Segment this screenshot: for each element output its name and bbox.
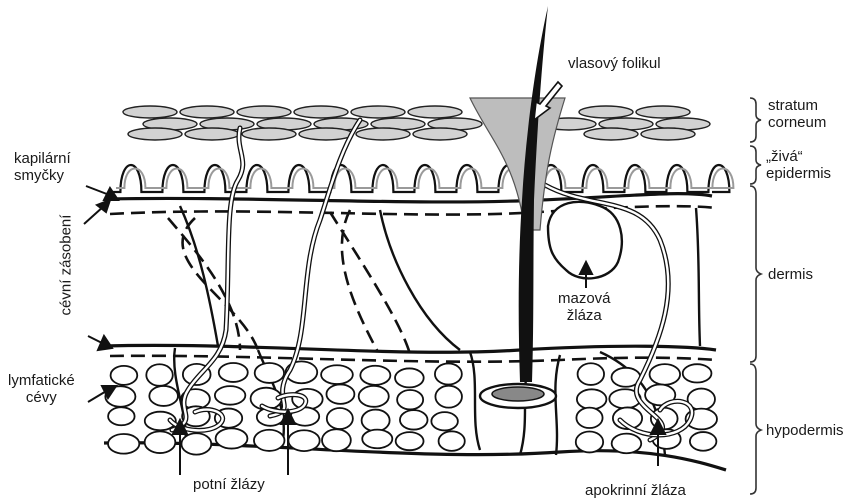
fat-cell <box>650 364 681 385</box>
fat-cell <box>577 389 607 409</box>
fat-cell <box>181 433 211 454</box>
fat-cell <box>215 386 245 405</box>
fat-cell <box>111 366 138 385</box>
fat-cell <box>683 364 712 382</box>
fat-cell <box>578 363 604 385</box>
label-sebaceous-line1: mazová <box>558 290 611 307</box>
fat-cell <box>612 434 642 454</box>
fat-cell <box>362 410 390 432</box>
fat-cell <box>395 368 424 387</box>
corneocyte-scale <box>299 128 353 140</box>
fat-cell <box>397 390 423 409</box>
label-apocrine-gland: apokrinní žláza <box>585 482 686 499</box>
fat-cell <box>108 407 134 425</box>
dashed-vessels <box>110 206 716 362</box>
corneocyte-scale <box>237 106 291 118</box>
fat-cell <box>327 408 353 429</box>
fat-cell <box>219 363 248 382</box>
fat-cell <box>576 431 603 452</box>
fat-cell <box>360 366 390 385</box>
corneocyte-scale <box>636 106 690 118</box>
layer-label-hypodermis: hypodermis <box>766 422 844 439</box>
fat-cell <box>359 386 389 407</box>
fat-cell <box>149 386 178 406</box>
fat-cell <box>690 432 717 451</box>
corneocyte-scale <box>579 106 633 118</box>
label-vascular-supply: cévní zásobení <box>58 215 75 316</box>
fat-cell <box>326 384 354 403</box>
fat-cell <box>108 434 139 454</box>
fat-cell <box>322 429 351 451</box>
fat-cell <box>216 428 248 448</box>
fat-cell <box>321 365 353 384</box>
layer-brackets <box>750 98 761 494</box>
corneocyte-scale <box>185 128 239 140</box>
label-capillary-loops-line2: smyčky <box>14 167 71 184</box>
label-sebaceous-line2: žláza <box>558 307 611 324</box>
epidermis-papillae <box>112 165 733 192</box>
label-lymphatic-line1: lymfatické <box>8 372 75 389</box>
fat-cell <box>362 430 392 449</box>
label-capillary-loops: kapilární smyčky <box>14 150 71 184</box>
fat-cell <box>576 408 602 428</box>
label-lymphatic-line2: cévy <box>8 389 75 406</box>
stratum-corneum-scales <box>123 106 710 140</box>
label-capillary-loops-line1: kapilární <box>14 150 71 167</box>
label-lymphatic-vessels: lymfatické cévy <box>8 372 75 406</box>
fat-cell <box>435 363 462 384</box>
layer-epidermis-line2: epidermis <box>766 165 831 182</box>
layer-stratum-line2: corneum <box>768 114 826 131</box>
corneocyte-scale <box>123 106 177 118</box>
fat-cell <box>400 410 428 429</box>
fat-cell <box>431 412 457 430</box>
corneocyte-scale <box>584 128 638 140</box>
layer-stratum-line1: stratum <box>768 97 826 114</box>
corneocyte-scale <box>641 128 695 140</box>
corneocyte-scale <box>242 128 296 140</box>
label-sebaceous-gland: mazová žláza <box>558 290 611 324</box>
fat-cell <box>145 431 176 453</box>
fat-cell <box>288 430 319 451</box>
corneocyte-scale <box>180 106 234 118</box>
layer-label-dermis: dermis <box>768 266 813 283</box>
fat-cell <box>396 432 424 450</box>
corneocyte-scale <box>351 106 405 118</box>
fat-cell <box>146 364 172 386</box>
fat-cell <box>254 430 285 451</box>
corneocyte-scale <box>356 128 410 140</box>
layer-label-living-epidermis: „živá“ epidermis <box>766 148 831 182</box>
label-sweat-glands: potní žlázy <box>193 476 265 493</box>
corneocyte-scale <box>413 128 467 140</box>
layer-epidermis-line1: „živá“ <box>766 148 831 165</box>
fat-cell <box>255 363 284 383</box>
fat-cell <box>439 431 465 451</box>
label-hair-follicle: vlasový folikul <box>568 55 661 72</box>
corneocyte-scale <box>128 128 182 140</box>
corneocyte-scale <box>294 106 348 118</box>
fat-cell <box>435 386 462 408</box>
layer-label-stratum-corneum: stratum corneum <box>768 97 826 131</box>
corneocyte-scale <box>408 106 462 118</box>
